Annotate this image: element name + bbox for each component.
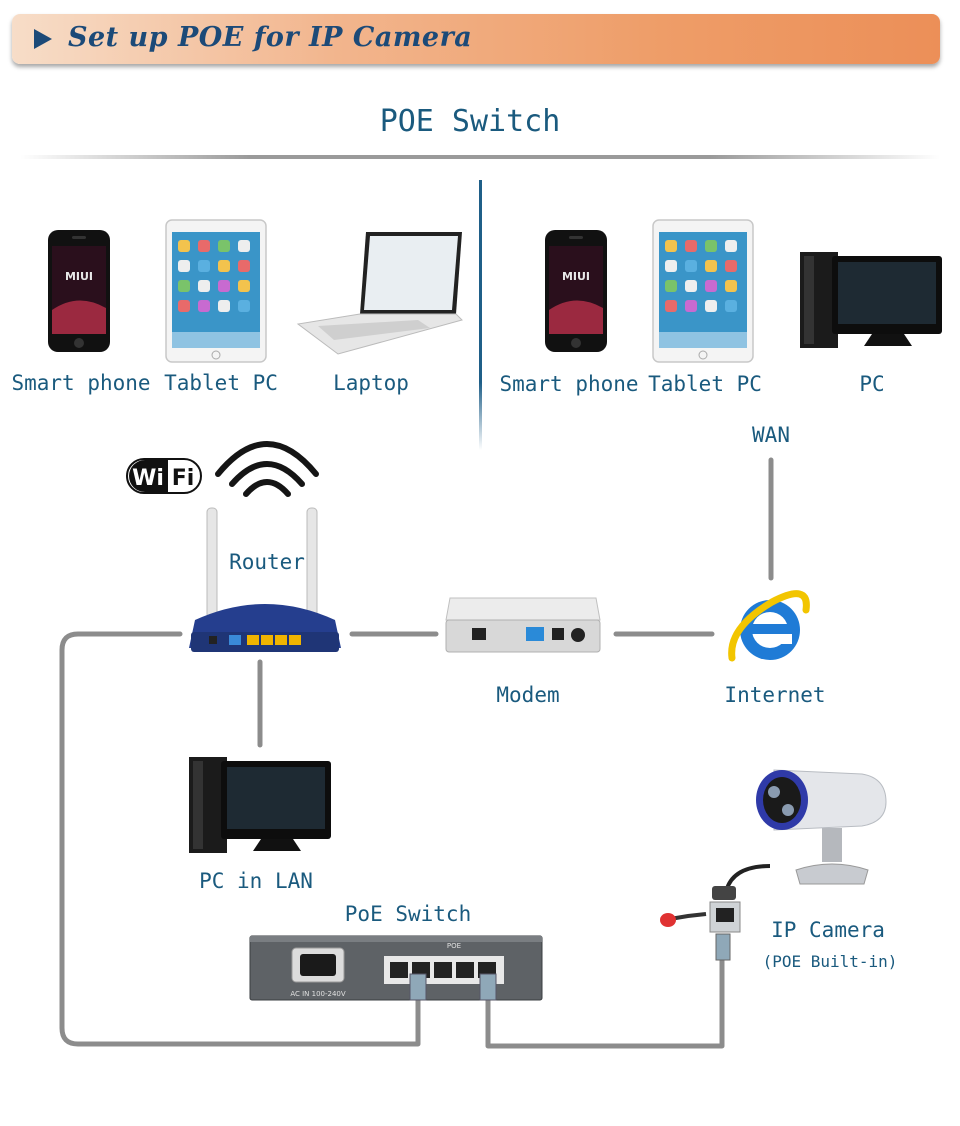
label-tablet-right: Tablet PC [648,372,762,396]
wifi-signal-icon [215,441,319,497]
pc-lan-icon [189,757,331,853]
label-poe-built-in: (POE Built-in) [762,952,898,971]
banner-title: Set up POE for IP Camera [68,22,473,53]
tablet-left-icon [165,219,267,363]
diagram-title: POE Switch [379,104,561,139]
router-icon [189,507,341,652]
label-tablet-left: Tablet PC [164,371,278,395]
play-arrow-icon [34,29,52,49]
smart-phone-left-icon: MIUI [48,230,110,352]
laptop-icon [296,232,463,355]
header-banner: Set up POE for IP Camera [12,14,940,64]
wire-router-switch [59,631,421,1047]
label-pc: PC [859,372,885,396]
label-internet: Internet [724,683,826,707]
ip-camera-icon [756,769,887,885]
phone-brand-label: MIUI [65,270,93,283]
modem-icon [445,597,601,653]
section-divider [479,180,482,450]
label-poe-switch: PoE Switch [344,902,472,926]
label-modem: Modem [496,683,560,707]
wire-switch-camera [485,953,725,1049]
wifi-logo-icon: Wi Fi [126,458,202,494]
label-pc-in-lan: PC in LAN [199,869,313,893]
smart-phone-right-icon: MIUI [545,230,607,352]
phone-brand-label: MIUI [562,270,590,283]
switch-port-label: POE [447,942,461,950]
label-ip-camera: IP Camera [771,918,885,942]
pc-desktop-icon [800,252,942,348]
label-smart-phone-right: Smart phone [499,372,639,396]
switch-power-label: AC IN 100-240V [290,990,346,998]
label-router: Router [229,550,305,574]
poe-switch-icon: AC IN 100-240V POE [249,935,543,1001]
internet-explorer-icon [728,590,810,662]
label-smart-phone-left: Smart phone [11,371,151,395]
rj45-connector-icon [660,864,771,961]
label-laptop: Laptop [333,371,409,395]
tablet-right-icon [652,219,754,363]
wifi-right-text: Fi [172,466,195,491]
label-wan: WAN [752,423,790,447]
title-divider [20,155,940,159]
wifi-left-text: Wi [132,466,164,491]
